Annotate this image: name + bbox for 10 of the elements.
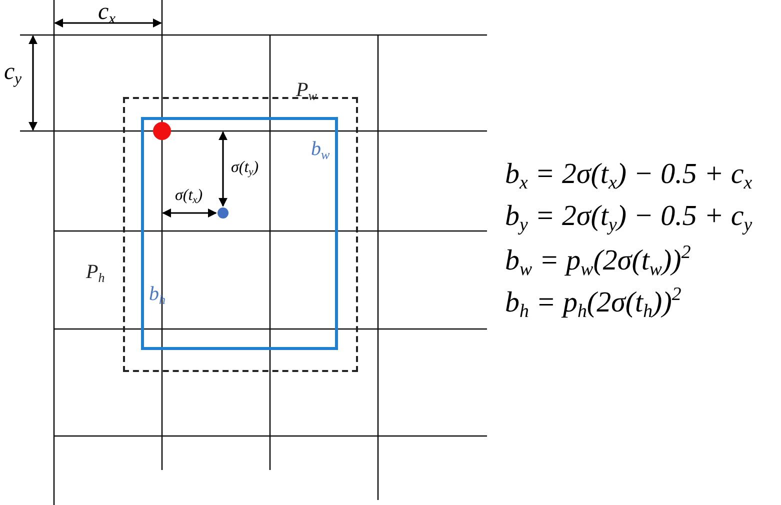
formula: b$_{y}$ = 2σ(t$_{y}$) − 0.5 + c$_{y}$: [505, 202, 752, 236]
bounding-box: [141, 117, 338, 350]
formula: b$_{h}$ = p$_{h}$(2σ(t$_{h}$))$^{2}$: [505, 286, 682, 322]
box-dimension-label: P$_{h}$: [86, 262, 105, 284]
offset-label: σ(t$_{x}$): [175, 188, 203, 207]
formula: b$_{x}$ = 2σ(t$_{x}$) − 0.5 + c$_{x}$: [505, 160, 752, 194]
formula: b$_{w}$ = p$_{w}$(2σ(t$_{w}$))$^{2}$: [505, 244, 691, 280]
box-dimension-label: b$_{w}$: [311, 139, 330, 161]
dimension-label: c$_{y}$: [4, 60, 22, 88]
offset-label: σ(t$_{y}$): [231, 160, 259, 179]
